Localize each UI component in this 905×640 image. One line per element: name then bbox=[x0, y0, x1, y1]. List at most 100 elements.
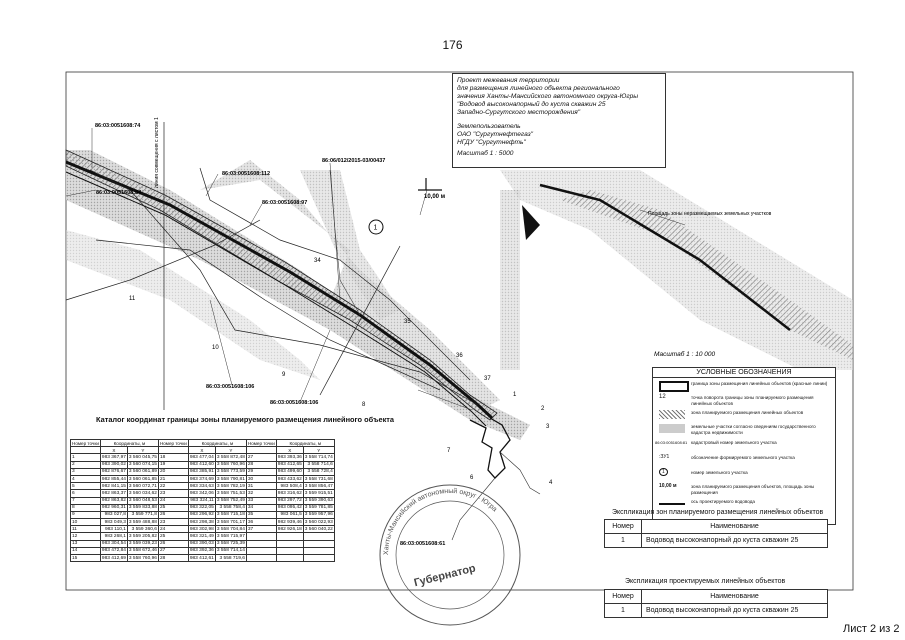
table-cell: 3 558 760,96 bbox=[126, 553, 159, 563]
table-cell: 983 334,63 bbox=[187, 482, 216, 491]
table-cell: 3 560 022,93 bbox=[302, 518, 335, 527]
table-cell: 983 304,54 bbox=[99, 539, 128, 548]
table-cell: 33 bbox=[245, 496, 277, 505]
table-cell: 3 558 731,68 bbox=[302, 474, 335, 484]
table-cell: 3 559 390,63 bbox=[302, 496, 335, 505]
table-cell: 3 559 781,85 bbox=[302, 503, 335, 512]
inset-pipeline bbox=[539, 183, 791, 331]
table-cell: 23 bbox=[157, 489, 189, 498]
parcel-outline bbox=[89, 169, 479, 406]
point-number: 36 bbox=[456, 353, 463, 359]
explication-objects-title: Экспликация проектируемых линейных объек… bbox=[625, 578, 786, 585]
table-cell: 3 560 048,53 bbox=[126, 496, 159, 505]
point-number: 34 bbox=[314, 258, 321, 264]
table-cell bbox=[245, 546, 277, 556]
table-cell: 24 bbox=[157, 496, 189, 505]
table-cell: 983 322,05 bbox=[187, 503, 216, 512]
table-cell: 983 342,06 bbox=[187, 489, 216, 498]
table-cell: 3 558 773,59 bbox=[214, 467, 247, 476]
table-cell: 3 558 725,39 bbox=[214, 539, 247, 548]
table-cell: 10 bbox=[70, 518, 101, 527]
inset-zone bbox=[500, 170, 853, 370]
table-cell: 983 392,36 bbox=[187, 546, 216, 556]
side-note: линия совмещения с листом 1 bbox=[154, 117, 160, 188]
table-cell: 982 926,18 bbox=[275, 525, 304, 534]
table-cell: 3 559 833,88 bbox=[126, 503, 159, 512]
table-cell: 983 433,62 bbox=[275, 474, 304, 484]
table-cell bbox=[302, 546, 335, 556]
table-cell: 20 bbox=[157, 467, 189, 476]
table-cell: 12 bbox=[70, 532, 101, 541]
table-cell: 25 bbox=[157, 532, 189, 541]
table-cell: 3 560 072,71 bbox=[126, 482, 159, 491]
table-cell: 983 508,4 bbox=[275, 482, 304, 491]
table-cell: 983 390,03 bbox=[187, 539, 216, 548]
table-cell: 22 bbox=[157, 482, 189, 491]
table-cell bbox=[275, 546, 304, 556]
table-cell: 3 558 714,6 bbox=[302, 460, 335, 469]
hatched-corridor bbox=[65, 149, 498, 421]
table-cell: 3 558 856,47 bbox=[302, 482, 335, 491]
table-cell: 3 558 752,49 bbox=[214, 496, 247, 505]
table-cell: 32 bbox=[245, 489, 277, 498]
table-cell: 3 558 790,81 bbox=[214, 474, 247, 484]
parcel-label: 86:03:0051608:61 bbox=[400, 541, 445, 547]
point-number: 8 bbox=[362, 402, 366, 408]
table-cell: 3 559 957,96 bbox=[302, 510, 335, 520]
parcel-label: 86:03:0051608:97 bbox=[262, 200, 307, 206]
explication-zones-title: Экспликация зон планируемого размещения … bbox=[612, 509, 824, 516]
table-cell: 983 049,3 bbox=[99, 518, 128, 527]
table-cell: 3 558 719,6 bbox=[214, 553, 247, 563]
circle-label: 1 bbox=[374, 225, 378, 232]
table-cell: 3 558 872,48 bbox=[214, 453, 247, 462]
table-cell bbox=[302, 539, 335, 548]
table-cell: 13 bbox=[70, 539, 101, 548]
parcel-label: 86:06/012/2015-03/00437 bbox=[322, 158, 385, 164]
table-cell: 983 472,84 bbox=[99, 546, 128, 556]
zone-circle-marker bbox=[368, 219, 384, 235]
parcel-label: 86:03:0051608:106 bbox=[206, 384, 254, 390]
table-cell: 983 302,98 bbox=[187, 525, 216, 534]
table-cell: 983 324,11 bbox=[187, 496, 216, 505]
table-cell: 27 bbox=[245, 453, 277, 462]
point-number: 2 bbox=[541, 406, 545, 412]
table-cell: 3 560 034,62 bbox=[126, 489, 159, 498]
table-cell: 25 bbox=[157, 503, 189, 512]
point-number: 6 bbox=[470, 475, 474, 481]
table-cell: 26 bbox=[157, 539, 189, 548]
table-cell: 21 bbox=[157, 474, 189, 484]
legend: УСЛОВНЫЕ ОБОЗНАЧЕНИЯ граница зоны размещ… bbox=[652, 367, 836, 525]
table-cell: 3 558 760,96 bbox=[214, 460, 247, 469]
table-cell: 3 559 771,8 bbox=[126, 510, 159, 520]
parcel-label: 86:03:0051608:74 bbox=[95, 123, 141, 129]
table-cell: 3 560 061,85 bbox=[126, 474, 159, 484]
table-cell bbox=[302, 532, 335, 541]
table-cell: 3 559 915,51 bbox=[302, 489, 335, 498]
table-cell: 7 bbox=[70, 496, 101, 505]
table-cell bbox=[245, 553, 277, 563]
table-cell: 3 560 074,15 bbox=[126, 460, 159, 469]
table-cell bbox=[275, 532, 304, 541]
table-cell: 983 374,69 bbox=[187, 474, 216, 484]
table-cell: 983 390,02 bbox=[99, 460, 128, 469]
table-cell: 3 558 704,84 bbox=[214, 525, 247, 534]
table-cell bbox=[275, 539, 304, 548]
table-cell: 15 bbox=[70, 553, 101, 563]
inset-note: Площадь зоны неразмещаемых земельных уча… bbox=[648, 211, 772, 217]
table-cell: 982 863,82 bbox=[99, 496, 128, 505]
table-cell: 3 558 715,18 bbox=[214, 510, 247, 520]
